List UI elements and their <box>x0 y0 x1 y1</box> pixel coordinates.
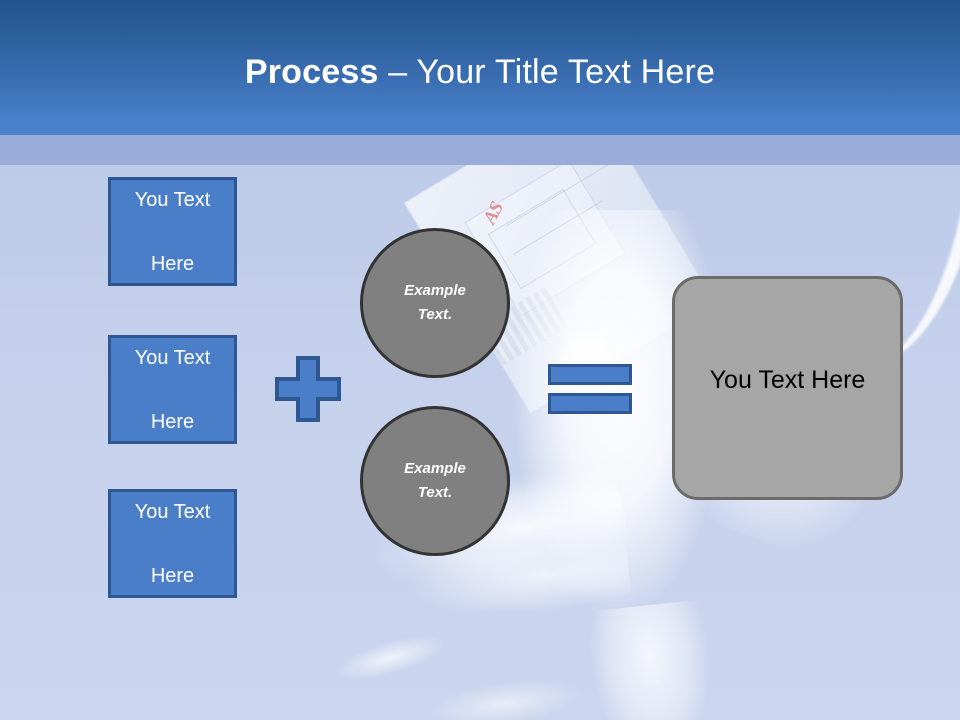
process-circle-1-line2: Text. <box>417 306 453 323</box>
equals-bar-top <box>548 364 632 385</box>
input-box-1-line1: You Text <box>134 188 211 211</box>
input-box-2-line1: You Text <box>134 346 211 369</box>
process-circle-1-line1: Example <box>404 282 466 299</box>
dove-tail <box>562 597 753 720</box>
input-box-3-line2: Here <box>150 564 195 587</box>
input-box-3[interactable]: You Text Here <box>108 489 237 598</box>
page-title: Process – Your Title Text Here <box>0 50 960 94</box>
process-circle-2-line1: Example <box>404 460 466 477</box>
title-banner <box>0 0 960 135</box>
page-title-strong: Process <box>244 53 379 91</box>
equals-bar-bottom <box>548 393 632 414</box>
input-box-2[interactable]: You Text Here <box>108 335 237 444</box>
input-box-1[interactable]: You Text Here <box>108 177 237 286</box>
page-title-rest: – Your Title Text Here <box>378 53 716 91</box>
input-box-2-line2: Here <box>150 410 195 433</box>
input-box-1-line2: Here <box>150 252 195 275</box>
title-banner-accent-strip <box>0 135 960 165</box>
result-box-label: You Text Here <box>709 365 866 394</box>
process-circle-2-line2: Text. <box>417 484 453 501</box>
result-box[interactable]: You Text Here <box>672 276 903 500</box>
process-circle-2[interactable]: Example Text. <box>360 406 510 556</box>
equals-icon[interactable] <box>548 364 632 414</box>
plus-icon[interactable] <box>275 356 341 422</box>
process-circle-1[interactable]: Example Text. <box>360 228 510 378</box>
input-box-3-line1: You Text <box>134 500 211 523</box>
